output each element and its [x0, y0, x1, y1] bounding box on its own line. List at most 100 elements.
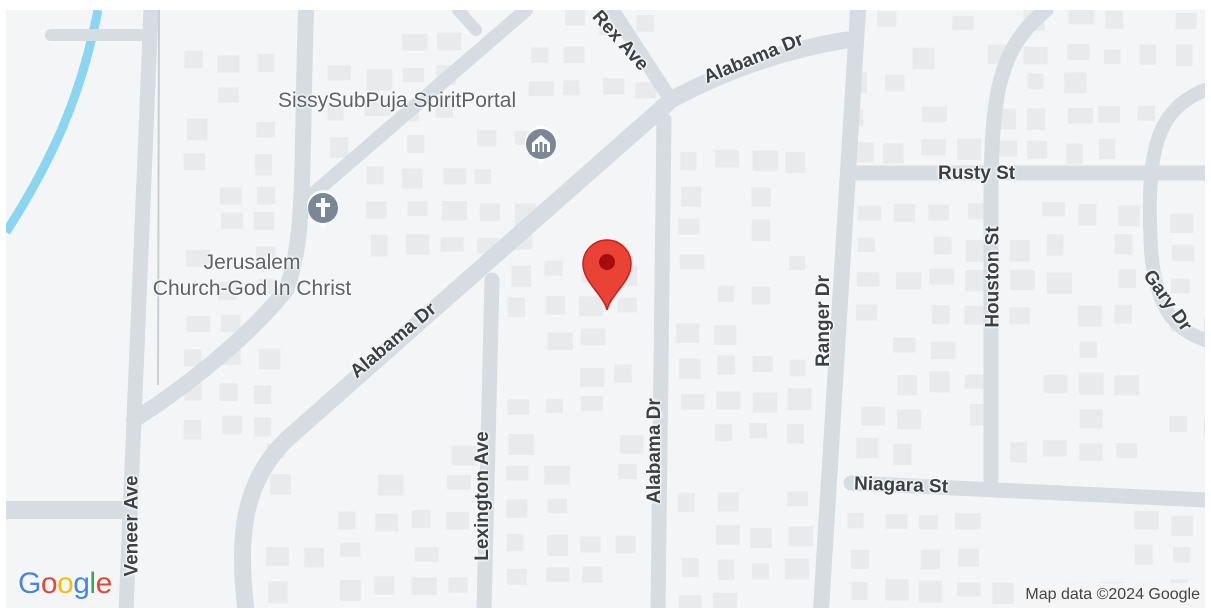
building: [603, 78, 625, 95]
building: [636, 14, 655, 32]
road-label-lexington-ave: Lexington Ave: [471, 431, 493, 561]
building: [448, 577, 468, 593]
building: [405, 234, 430, 255]
building: [850, 549, 870, 570]
building: [789, 359, 806, 377]
cross-icon[interactable]: [303, 188, 343, 232]
building: [563, 46, 585, 64]
building: [882, 143, 904, 164]
building: [717, 286, 735, 302]
building: [578, 296, 604, 317]
building: [375, 513, 399, 532]
building: [257, 278, 276, 294]
building: [676, 323, 700, 343]
building: [217, 55, 240, 73]
building: [370, 234, 388, 257]
road-label-niagara-st: Niagara St: [853, 473, 949, 498]
building: [327, 65, 352, 81]
building: [717, 559, 735, 580]
building: [928, 204, 950, 221]
building: [507, 297, 525, 318]
building: [1139, 44, 1157, 65]
google-logo-letter: o: [40, 567, 58, 600]
building: [857, 237, 875, 252]
building: [547, 498, 568, 514]
building: [716, 391, 741, 410]
building: [374, 576, 395, 595]
building: [414, 547, 439, 562]
place-label-church-line2: Church-God In Christ: [152, 277, 352, 300]
building: [788, 526, 814, 547]
building: [436, 32, 462, 51]
buildings: [183, 10, 1205, 608]
building: [713, 325, 737, 345]
building: [183, 153, 206, 171]
map-canvas[interactable]: Rex Ave Alabama Dr Alabama Dr Alabama Dr…: [6, 10, 1205, 608]
building: [1114, 375, 1140, 396]
building: [366, 201, 387, 219]
building: [545, 296, 566, 315]
building: [528, 81, 554, 97]
building: [546, 534, 569, 556]
building: [752, 356, 773, 373]
building: [635, 82, 657, 99]
building: [919, 515, 938, 530]
building: [253, 212, 275, 230]
building: [1098, 106, 1120, 123]
building: [1079, 443, 1103, 461]
road-label-houston-st: Houston St: [982, 226, 1004, 328]
building: [752, 150, 779, 171]
building: [507, 399, 530, 415]
building: [787, 491, 809, 507]
building: [327, 103, 344, 121]
temple-icon[interactable]: [521, 124, 561, 168]
building: [957, 138, 982, 160]
place-label-spirit-portal[interactable]: SissySubPuja SpiritPortal: [278, 89, 517, 112]
map-attribution: Map data ©2024 Google: [1019, 583, 1205, 608]
building: [435, 98, 454, 118]
building: [1175, 12, 1197, 30]
building: [964, 374, 985, 389]
location-pin-icon[interactable]: [579, 236, 635, 312]
building: [918, 580, 943, 603]
building: [715, 150, 740, 168]
building: [933, 236, 952, 255]
building: [1116, 442, 1138, 459]
building: [1027, 73, 1044, 90]
building: [1169, 416, 1188, 433]
building: [580, 536, 601, 553]
building: [402, 33, 428, 51]
building: [580, 367, 605, 387]
building: [717, 355, 736, 375]
building: [857, 205, 882, 221]
building: [897, 409, 922, 430]
building: [847, 512, 864, 529]
building: [255, 154, 272, 176]
building: [681, 186, 702, 207]
building: [952, 15, 974, 31]
building: [751, 219, 771, 242]
building: [784, 558, 810, 580]
building: [896, 272, 922, 290]
building: [931, 305, 950, 325]
building: [885, 579, 909, 601]
building: [1114, 234, 1133, 255]
building: [1042, 440, 1067, 457]
building: [680, 151, 697, 170]
building: [1170, 278, 1190, 294]
building: [219, 187, 242, 205]
building: [786, 424, 804, 444]
building: [451, 445, 478, 466]
building: [861, 406, 886, 426]
google-logo[interactable]: Google: [18, 567, 112, 601]
building: [893, 443, 912, 466]
building: [856, 438, 879, 459]
place-label-church[interactable]: Jerusalem Church-God In Christ: [122, 250, 382, 302]
building: [406, 135, 425, 154]
building: [1175, 44, 1193, 66]
road-label-alabama-dr-vertical: Alabama Dr: [643, 398, 665, 504]
building: [304, 547, 324, 568]
building: [447, 475, 471, 490]
building: [1099, 138, 1116, 160]
building: [256, 122, 276, 138]
